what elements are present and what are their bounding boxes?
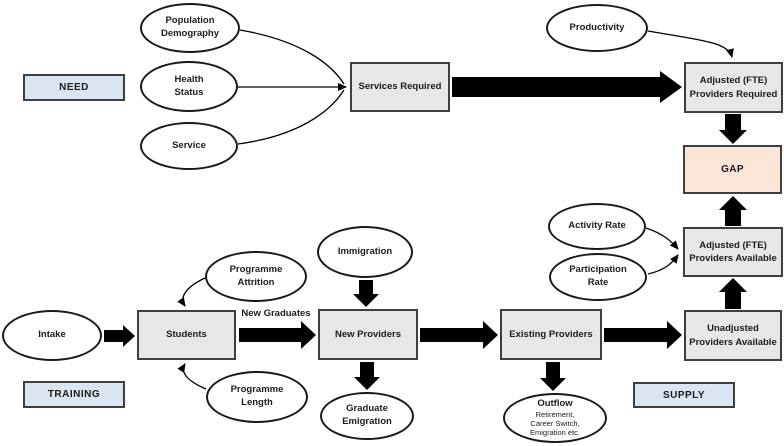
section-label-need: NEED — [23, 74, 125, 101]
node-gap: GAP — [683, 145, 782, 194]
connector-participation-rate-to-adjusted-available — [647, 254, 679, 275]
arrow-students-to-new-providers — [239, 321, 316, 349]
arrow-new-providers-to-graduate-emigration — [354, 362, 380, 390]
connector-productivity-to-adjusted-required — [647, 30, 734, 58]
node-population-demography: Population Demography — [140, 3, 240, 53]
node-outflow: Outflow Retirement, Career Switch, Emigr… — [503, 393, 607, 443]
node-productivity: Productivity — [546, 4, 648, 52]
connector-programme-length-to-students — [177, 363, 207, 390]
flow-label-new-graduates: New Graduates — [241, 308, 311, 319]
arrow-services-required-to-adjusted-required — [452, 71, 682, 103]
connector-activity-rate-to-adjusted-available — [645, 227, 679, 250]
node-immigration: Immigration — [317, 226, 413, 278]
section-label-supply: SUPPLY — [633, 382, 735, 408]
node-service: Service — [140, 122, 238, 170]
connector-population-demography-to-services-required — [239, 29, 345, 85]
arrow-unadjusted-to-adjusted-available — [719, 278, 747, 309]
connector-service-to-services-required — [237, 89, 345, 145]
arrow-existing-providers-to-unadjusted — [604, 321, 682, 349]
node-graduate-emigration: Graduate Emigration — [320, 392, 414, 440]
arrow-intake-to-students — [104, 325, 135, 347]
arrow-adjusted-required-to-gap — [719, 114, 747, 144]
node-services-required: Services Required — [350, 62, 450, 112]
connector-programme-attrition-to-students — [177, 277, 206, 307]
node-programme-length: Programme Length — [206, 371, 308, 423]
node-activity-rate: Activity Rate — [548, 203, 646, 250]
node-unadjusted-providers-available: Unadjusted Providers Available — [684, 310, 782, 361]
node-participation-rate: Participation Rate — [549, 253, 647, 301]
node-adjusted-fte-providers-available: Adjusted (FTE) Providers Available — [683, 227, 783, 277]
arrow-adjusted-available-to-gap — [719, 196, 747, 226]
outflow-detail: Retirement, Career Switch, Emigration et… — [529, 409, 581, 438]
node-new-providers: New Providers — [318, 309, 418, 360]
node-students: Students — [137, 310, 236, 360]
node-health-status: Health Status — [140, 61, 238, 112]
arrow-existing-providers-to-outflow — [540, 362, 566, 391]
arrow-new-providers-to-existing-providers — [420, 321, 498, 349]
section-label-training: TRAINING — [23, 381, 125, 408]
arrow-immigration-to-new-providers — [353, 280, 379, 307]
node-adjusted-fte-providers-required: Adjusted (FTE) Providers Required — [684, 62, 783, 113]
node-existing-providers: Existing Providers — [500, 309, 602, 360]
node-intake: Intake — [2, 310, 102, 361]
outflow-title: Outflow — [537, 398, 573, 410]
node-programme-attrition: Programme Attrition — [205, 251, 307, 302]
